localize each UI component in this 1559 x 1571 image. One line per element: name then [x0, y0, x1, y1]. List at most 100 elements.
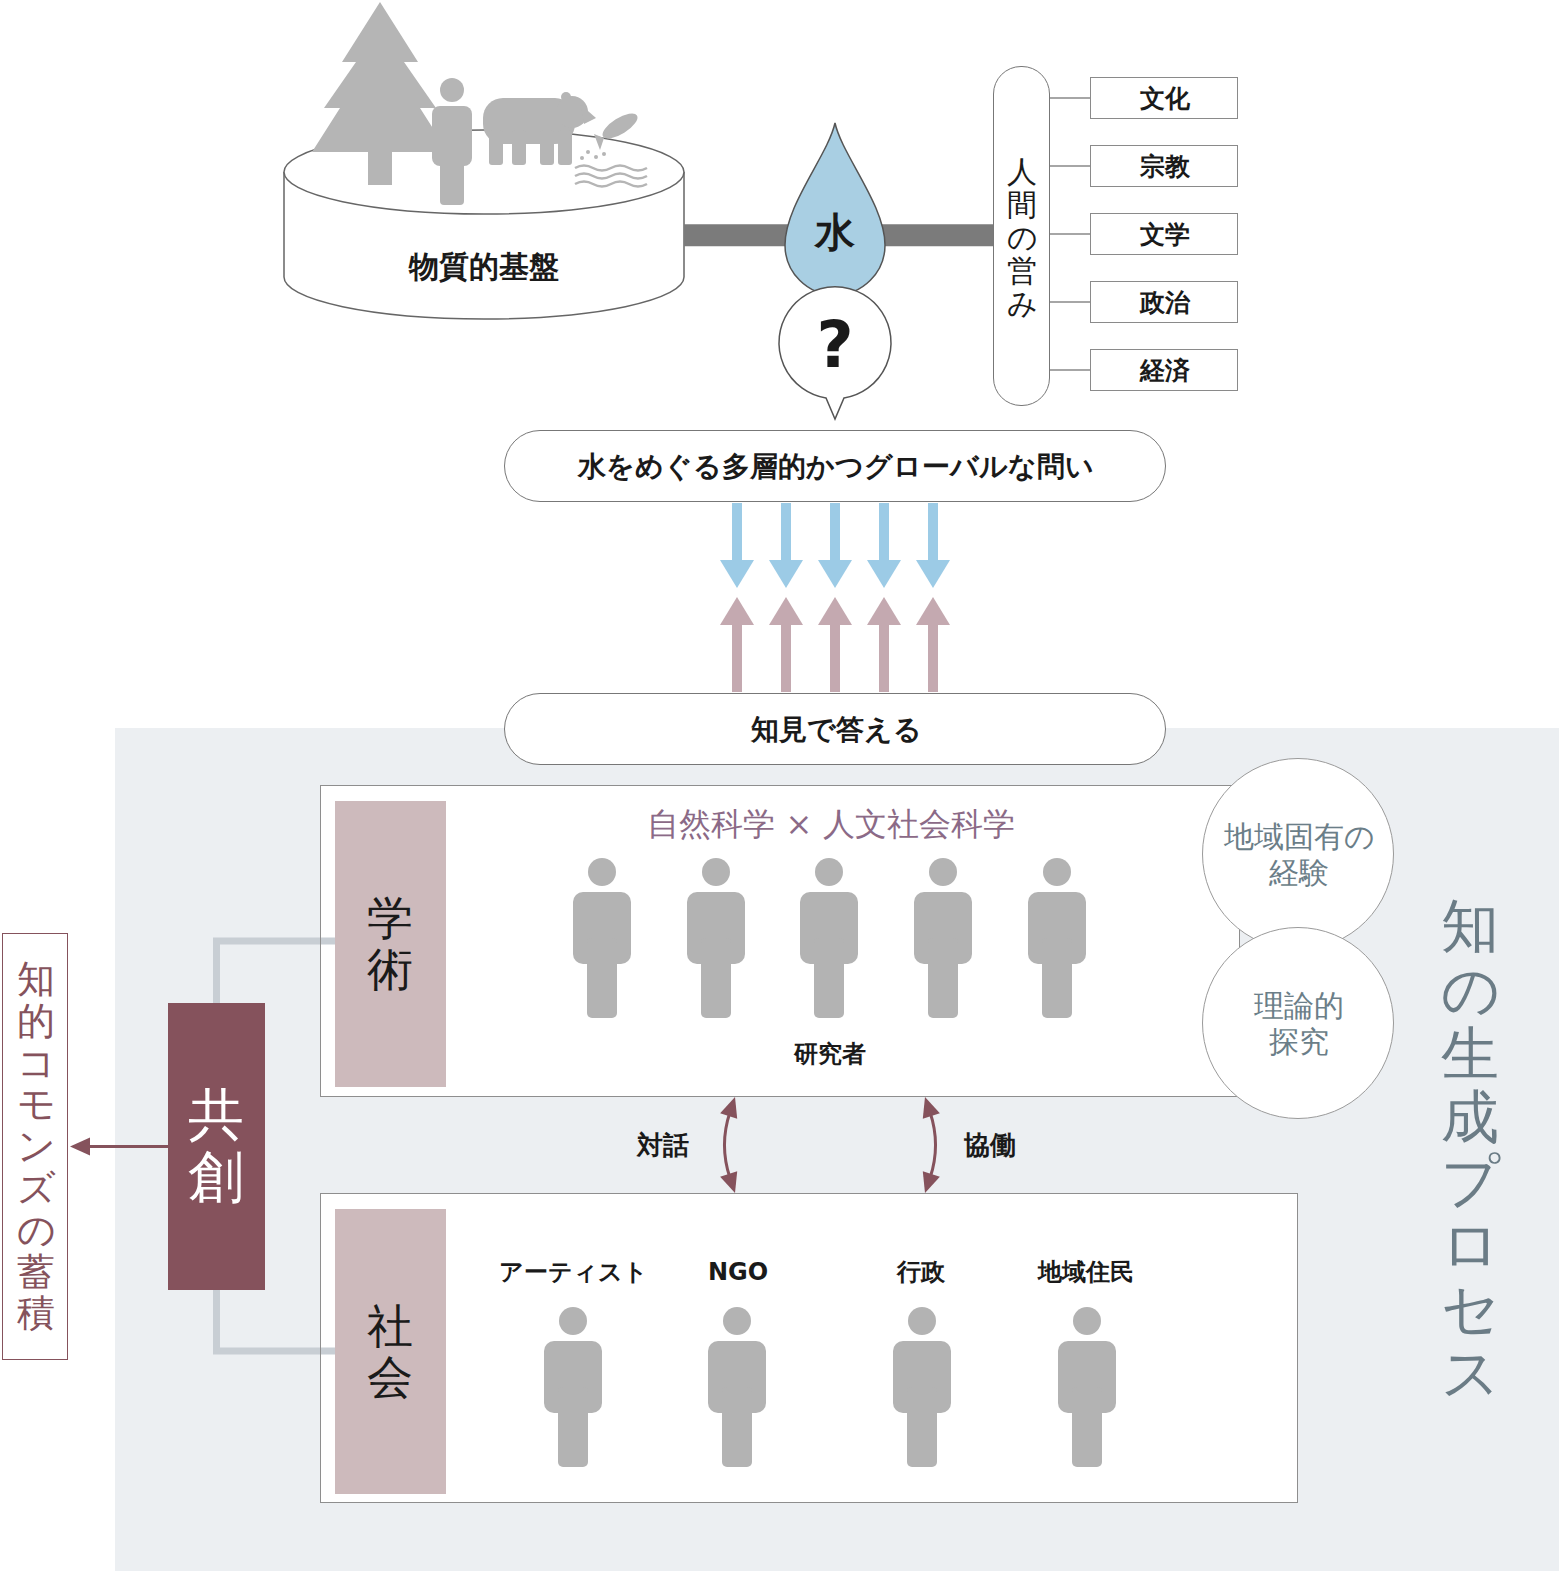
person-legs — [440, 140, 464, 205]
category-box: 経済 — [1090, 349, 1238, 391]
process-region: 知の生成プロセス自然科学 × 人文社会科学研究者学術地域固有の経験理論的探究アー… — [115, 728, 1559, 1571]
connector — [923, 1097, 940, 1193]
node-label: 研究者 — [794, 1040, 866, 1069]
vertical-label: 知的コモンズの蓄積 — [17, 959, 55, 1335]
bear-leg — [512, 130, 526, 165]
connector — [1050, 302, 1090, 303]
society-box-fill — [320, 1193, 1298, 1503]
category-box: 政治 — [1090, 281, 1238, 323]
fish-body — [599, 109, 641, 144]
fish-tail — [594, 134, 604, 150]
edge-label: 対話 — [633, 1127, 693, 1164]
splash-dot — [586, 150, 590, 154]
person-icon — [1028, 858, 1086, 1018]
question-pill: 水をめぐる多層的かつグローバルな問い — [504, 430, 1166, 502]
person-icon — [687, 858, 745, 1018]
person-head — [440, 78, 464, 102]
connector — [720, 503, 754, 588]
arrow-head — [769, 597, 803, 625]
node-label: NGO — [708, 1258, 768, 1287]
experience-circle: 地域固有の経験 — [1202, 758, 1394, 950]
person-icon — [708, 1307, 766, 1467]
connector — [870, 235, 994, 236]
connector-line — [1050, 165, 1090, 167]
connector-line — [830, 619, 840, 692]
connector-line — [86, 1145, 168, 1148]
waves — [575, 166, 647, 187]
person-icon — [914, 858, 972, 1018]
connector-line — [684, 224, 800, 246]
category-box: 宗教 — [1090, 145, 1238, 187]
arrow-head — [923, 1097, 940, 1119]
connector-line — [732, 619, 742, 692]
node-label: 地域住民 — [1038, 1258, 1134, 1287]
connector — [769, 503, 803, 588]
vertical-label: 知の生成プロセス — [1441, 895, 1499, 1405]
connector-line — [1050, 369, 1090, 371]
arrow-head — [923, 1171, 940, 1193]
arrow-head — [720, 597, 754, 625]
bear-leg — [489, 130, 503, 165]
connector — [720, 597, 754, 692]
tree — [312, 2, 448, 152]
connector-line — [781, 619, 791, 692]
person-icon — [1058, 1307, 1116, 1467]
node-label: 地域固有の経験 — [1219, 819, 1379, 891]
connector — [867, 503, 901, 588]
connector-line — [830, 503, 840, 566]
connector-line — [217, 1290, 336, 1351]
arrow-head — [720, 1171, 737, 1193]
question-bubble: ? — [776, 285, 894, 422]
node-label: 水をめぐる多層的かつグローバルな問い — [578, 450, 1094, 484]
connector — [70, 1138, 168, 1156]
connector — [916, 503, 950, 588]
node-label: アーティスト — [499, 1258, 648, 1287]
academia-box: 自然科学 × 人文社会科学研究者学術 — [320, 785, 1240, 1097]
person-icon — [800, 858, 858, 1018]
connector — [1050, 98, 1090, 99]
connector-line — [930, 1112, 935, 1178]
connector-line — [928, 619, 938, 692]
researcher-figures — [573, 858, 1086, 1018]
bear-snout — [580, 104, 596, 124]
node-label: 政治 — [1140, 288, 1190, 318]
node-label: 物質的基盤 — [409, 249, 559, 285]
water-drop-outline — [785, 123, 885, 295]
academia-box-fill — [320, 785, 1240, 1097]
splash-dot — [580, 156, 584, 160]
tree-trunk — [368, 150, 392, 185]
vertical-label: 人間の営み — [1007, 155, 1037, 320]
vertical-label: 共創 — [188, 1084, 244, 1207]
activities-pill: 人間の営み — [993, 66, 1050, 406]
academia-band: 学術 — [335, 801, 446, 1087]
connector — [1050, 370, 1090, 371]
vertical-label: 学術 — [367, 893, 413, 994]
connector — [818, 503, 852, 588]
arrow-head — [769, 560, 803, 588]
speech-bubble-outline — [779, 287, 891, 419]
category-box: 文学 — [1090, 213, 1238, 255]
connector-line — [781, 503, 791, 566]
cocreation-band: 共創 — [168, 1003, 265, 1290]
node-label: 宗教 — [1140, 152, 1190, 182]
connector — [769, 597, 803, 692]
bear-leg — [540, 130, 554, 165]
theory-circle: 理論的探究 — [1202, 927, 1394, 1119]
person-icon — [573, 858, 631, 1018]
edge-label: 協働 — [960, 1127, 1020, 1164]
arrow-head — [867, 560, 901, 588]
node-label: 経済 — [1140, 356, 1190, 386]
answer-pill: 知見で答える — [504, 693, 1166, 765]
connector — [916, 597, 950, 692]
node-label: ? — [816, 307, 853, 384]
connector-line — [217, 941, 336, 1003]
wave-line — [575, 174, 647, 179]
society-band: 社会 — [335, 1209, 446, 1494]
connector-line — [1050, 233, 1090, 235]
person-icon — [893, 1307, 951, 1467]
vertical-label: 社会 — [367, 1301, 413, 1402]
base-cylinder: 物質的基盤 — [283, 130, 685, 320]
bear-ear — [561, 92, 571, 102]
connector — [684, 235, 800, 236]
